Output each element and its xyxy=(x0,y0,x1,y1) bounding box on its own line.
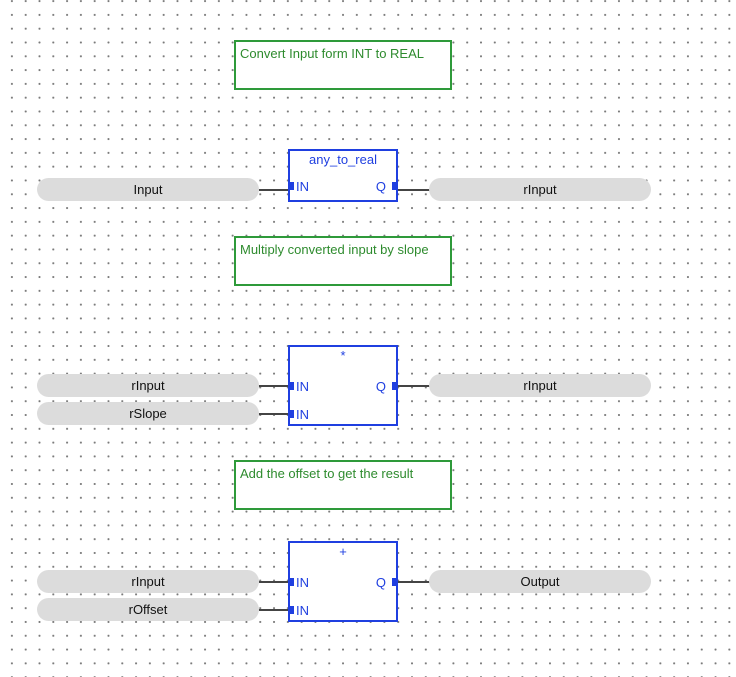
output-pin xyxy=(392,578,398,586)
comment-text: Add the offset to get the result xyxy=(240,466,414,481)
block-name: any_to_real xyxy=(309,152,377,167)
output-variable[interactable]: Output xyxy=(429,570,651,593)
input-pin xyxy=(288,382,294,390)
output-variable[interactable]: rInput xyxy=(429,374,651,397)
input-pin xyxy=(288,410,294,418)
input-variable[interactable]: rInput xyxy=(37,570,259,593)
input-variable[interactable]: rSlope xyxy=(37,402,259,425)
variable-name: Output xyxy=(520,574,560,589)
input-variable[interactable]: rOffset xyxy=(37,598,259,621)
input-pin-label: IN xyxy=(296,407,309,422)
block-name: + xyxy=(339,544,347,559)
variable-name: rInput xyxy=(131,574,165,589)
input-pin-label: IN xyxy=(296,603,309,618)
function-block-multiply[interactable]: * IN IN Q xyxy=(288,345,398,426)
comment-text: Multiply converted input by slope xyxy=(240,242,429,257)
input-wire xyxy=(259,609,289,611)
comment-convert[interactable]: Convert Input form INT to REAL xyxy=(234,40,452,90)
block-name: * xyxy=(340,348,346,363)
input-pin xyxy=(288,578,294,586)
variable-name: rSlope xyxy=(129,406,167,421)
input-pin xyxy=(288,182,294,190)
output-pin xyxy=(392,382,398,390)
variable-name: Input xyxy=(133,182,163,197)
output-wire xyxy=(398,385,430,387)
comment-text: Convert Input form INT to REAL xyxy=(240,46,424,61)
variable-name: rInput xyxy=(523,378,557,393)
input-wire xyxy=(259,413,289,415)
comment-add-offset[interactable]: Add the offset to get the result xyxy=(234,460,452,510)
comment-multiply[interactable]: Multiply converted input by slope xyxy=(234,236,452,286)
input-wire xyxy=(259,385,289,387)
input-wire xyxy=(259,189,289,191)
variable-name: rInput xyxy=(131,378,165,393)
output-pin xyxy=(392,182,398,190)
input-pin-label: IN xyxy=(296,575,309,590)
output-wire xyxy=(398,581,430,583)
variable-name: rInput xyxy=(523,182,557,197)
function-block-add[interactable]: + IN IN Q xyxy=(288,541,398,622)
output-pin-label: Q xyxy=(375,179,386,194)
output-variable[interactable]: rInput xyxy=(429,178,651,201)
variable-name: rOffset xyxy=(128,602,168,617)
input-wire xyxy=(259,581,289,583)
input-pin-label: IN xyxy=(296,179,309,194)
input-variable[interactable]: rInput xyxy=(37,374,259,397)
input-pin xyxy=(288,606,294,614)
output-pin-label: Q xyxy=(375,575,386,590)
input-variable[interactable]: Input xyxy=(37,178,259,201)
output-pin-label: Q xyxy=(375,379,386,394)
input-pin-label: IN xyxy=(296,379,309,394)
output-wire xyxy=(398,189,430,191)
function-block-any-to-real[interactable]: any_to_real IN Q xyxy=(288,149,398,202)
